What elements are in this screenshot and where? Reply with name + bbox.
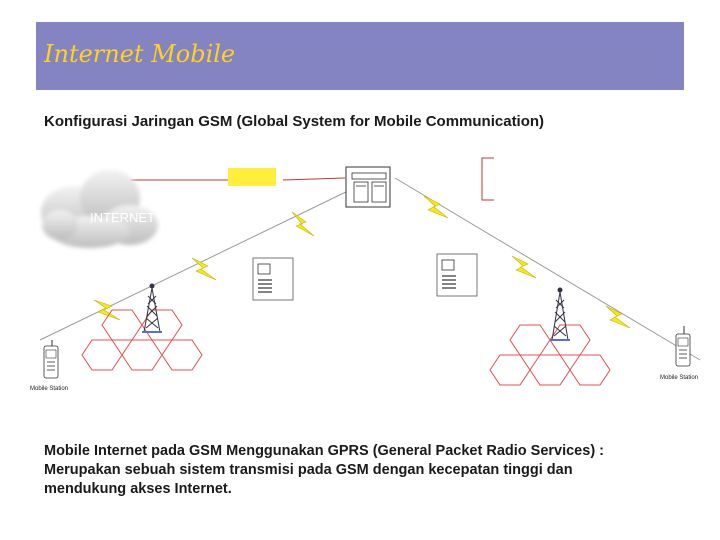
lightning-icon: [511, 255, 537, 279]
lightning-icons: [93, 195, 631, 329]
bts-tower-right: [550, 287, 570, 341]
description-line: Mobile Internet pada GSM Menggunakan GPR…: [44, 443, 604, 459]
mobile-station-left: Mobile Station: [30, 340, 68, 392]
lightning-icon: [423, 195, 449, 219]
lightning-icon: [291, 211, 315, 237]
description-line: Merupakan sebuah sistem transmisi pada G…: [44, 462, 573, 478]
network-links: [130, 157, 494, 201]
mobile-phone-icon: [43, 340, 59, 379]
lightning-icon: [605, 305, 631, 329]
gateway-box: [228, 168, 276, 186]
core-server: [345, 166, 391, 208]
cloud-label: INTERNET: [90, 210, 155, 225]
description-line: mendukung akses Internet.: [44, 481, 232, 497]
gsm-network-diagram: INTERNET: [30, 157, 701, 392]
description-text: Mobile Internet pada GSM Menggunakan GPR…: [44, 442, 684, 499]
lightning-icon: [191, 257, 217, 281]
mobile-station-label-left: Mobile Station: [30, 386, 68, 392]
mobile-phone-icon: [675, 326, 691, 367]
base-station-controller-left: [252, 257, 294, 301]
lightning-icon: [93, 299, 121, 321]
mobile-station-right: Mobile Station: [660, 326, 698, 381]
title-bar: Internet Mobile: [36, 22, 684, 90]
cell-cluster-right: [489, 324, 611, 386]
base-station-controller-right: [436, 253, 478, 297]
radio-links: [39, 177, 701, 361]
cell-cluster-left: [81, 309, 203, 371]
bts-tower-left: [142, 283, 162, 333]
page-title: Internet Mobile: [44, 40, 236, 68]
diagram-subtitle: Konfigurasi Jaringan GSM (Global System …: [44, 113, 545, 130]
internet-cloud: INTERNET: [41, 170, 158, 248]
mobile-station-label-right: Mobile Station: [660, 375, 698, 381]
